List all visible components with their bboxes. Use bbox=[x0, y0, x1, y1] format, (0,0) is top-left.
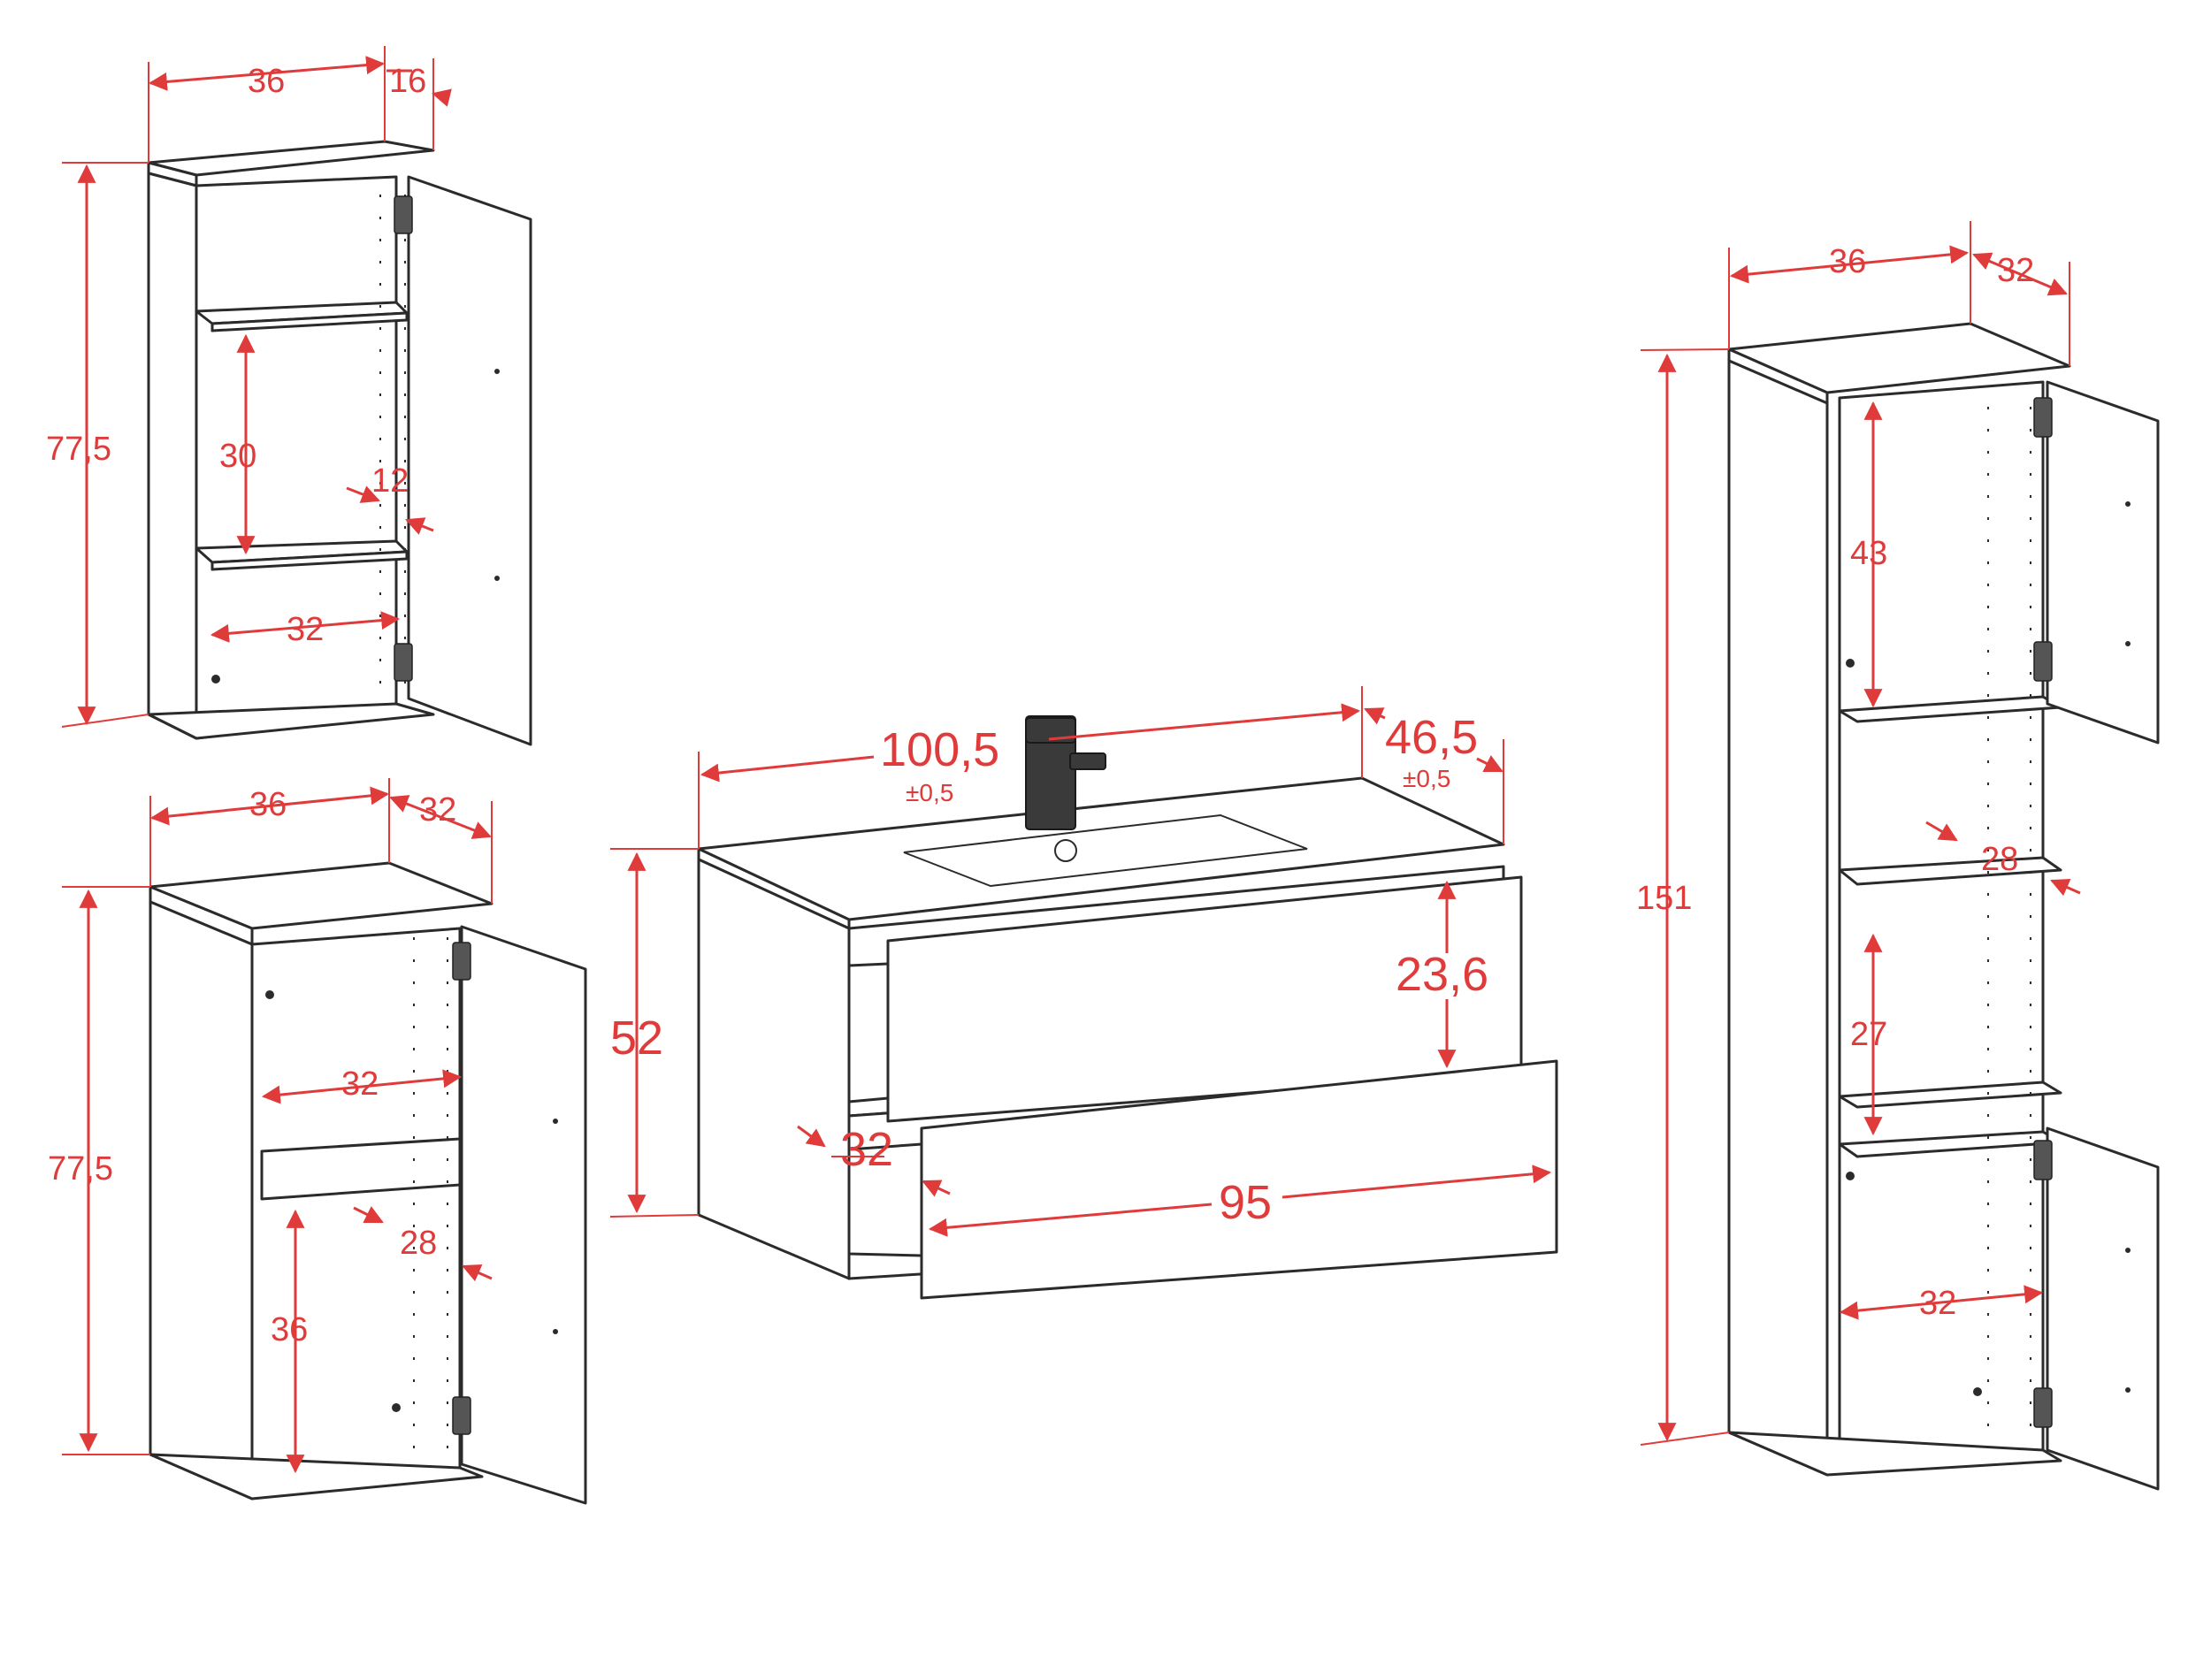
wall-height-label: 77,5 bbox=[46, 431, 111, 468]
tall-top-gap-label: 43 bbox=[1850, 535, 1887, 572]
low-inner-width-label: 32 bbox=[341, 1065, 379, 1103]
tall-shelf-depth-label: 28 bbox=[1981, 841, 2018, 878]
tall-height-label: 151 bbox=[1636, 880, 1692, 917]
tall-width-label: 36 bbox=[1829, 243, 1866, 280]
low-shelf-depth-label: 28 bbox=[400, 1225, 437, 1262]
tall-cabinet-dimensions: 36 32 151 43 28 27 32 bbox=[1636, 221, 2081, 1446]
vanity-dimensions: 100,5 ±0,5 46,5 ±0,5 52 23,6 32 95 bbox=[609, 686, 1552, 1237]
low-depth-label: 32 bbox=[419, 791, 456, 829]
low-cabinet bbox=[149, 861, 587, 1505]
wall-cabinet bbox=[147, 140, 532, 746]
tall-cabinet bbox=[1727, 322, 2160, 1491]
faucet-icon bbox=[1025, 715, 1106, 830]
vanity-width-tol-label: ±0,5 bbox=[906, 779, 953, 806]
vanity-drawer-width-label: 95 bbox=[1219, 1176, 1272, 1229]
tall-inner-width-label: 32 bbox=[1919, 1285, 1956, 1322]
low-width-label: 36 bbox=[249, 786, 287, 823]
vanity-drawer-height-label: 23,6 bbox=[1396, 948, 1488, 1001]
wall-cabinet-dimensions: 36 16 77,5 30 12 32 bbox=[46, 46, 452, 728]
vanity-height-label: 52 bbox=[610, 1012, 663, 1065]
vanity-drawer-depth-label: 32 bbox=[840, 1123, 893, 1176]
vanity-depth-tol-label: ±0,5 bbox=[1403, 765, 1450, 792]
tall-mid-gap-label: 27 bbox=[1850, 1016, 1887, 1053]
wall-width-label: 36 bbox=[248, 63, 285, 100]
wall-inner-width-label: 32 bbox=[287, 611, 324, 648]
wall-shelf-gap-label: 30 bbox=[219, 438, 256, 475]
vanity-depth-label: 46,5 bbox=[1385, 711, 1478, 764]
wall-depth-label: 16 bbox=[389, 63, 426, 100]
tall-depth-label: 32 bbox=[1997, 252, 2034, 289]
low-height-label: 77,5 bbox=[48, 1150, 113, 1187]
vanity-unit bbox=[697, 715, 1558, 1300]
low-cabinet-dimensions: 36 32 77,5 32 28 36 bbox=[48, 778, 493, 1474]
vanity-width-label: 100,5 bbox=[880, 723, 999, 776]
low-shelf-gap-label: 36 bbox=[271, 1311, 308, 1348]
wall-shelf-depth-label: 12 bbox=[371, 462, 409, 500]
